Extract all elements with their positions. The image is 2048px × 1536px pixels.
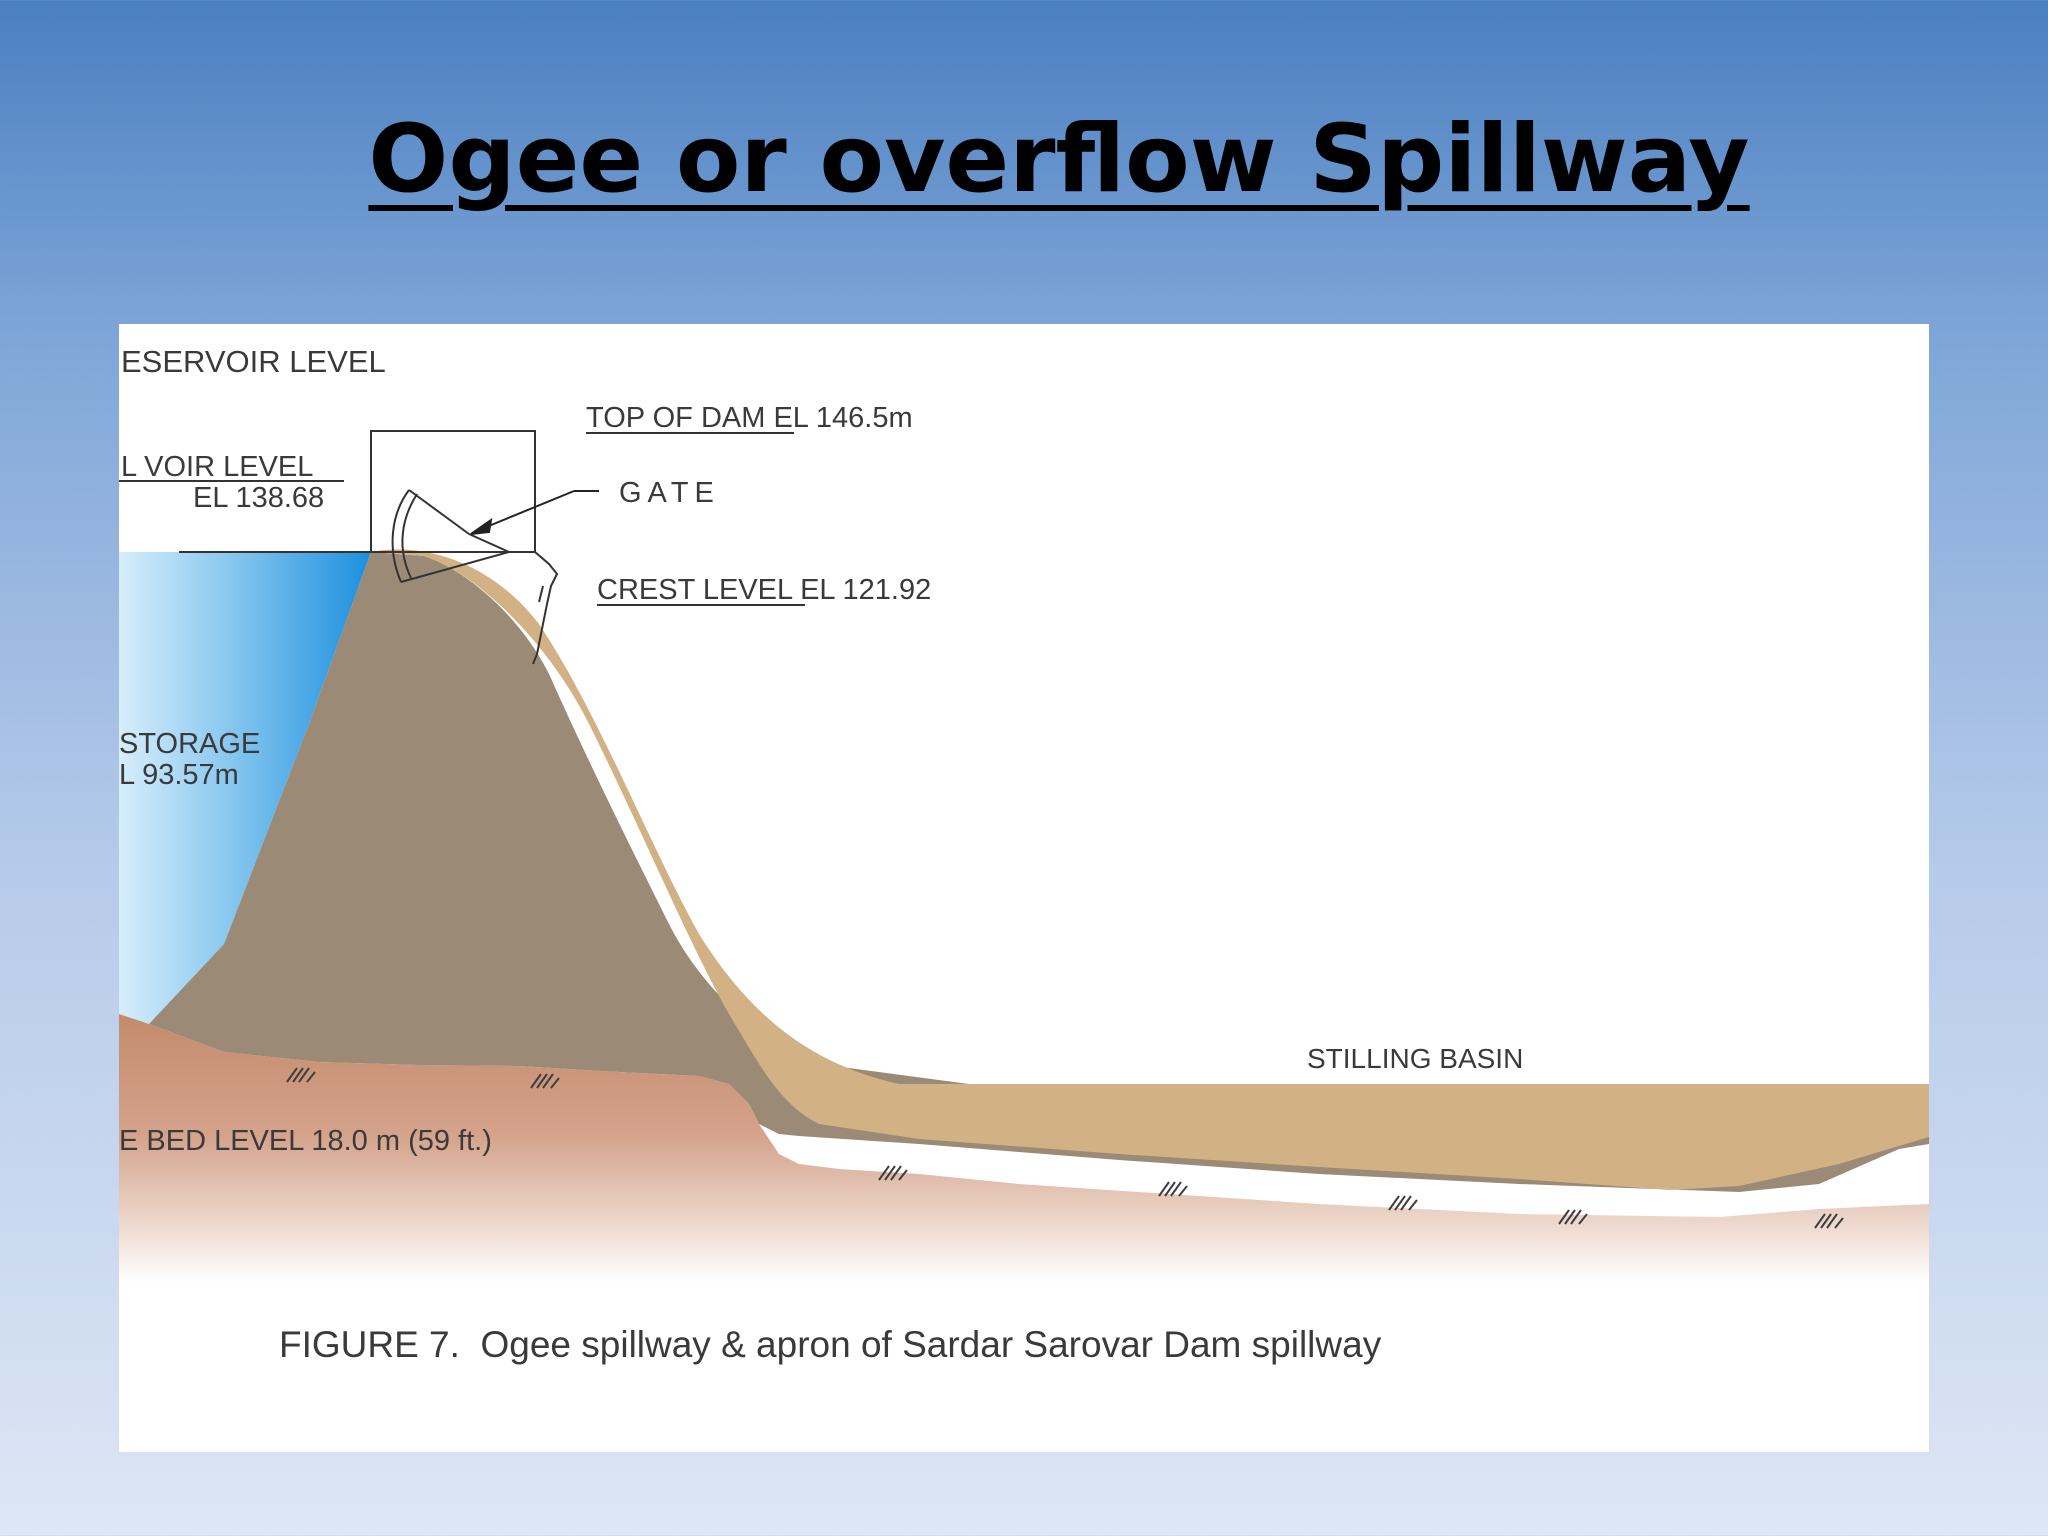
spillway-overlay bbox=[371, 549, 1929, 1190]
full-voir-level-elevation: EL 138.68 bbox=[193, 482, 324, 514]
spillway-diagram: ESERVOIR LEVEL TOP OF DAM EL 146.5m L VO… bbox=[119, 344, 1929, 1365]
foundation-ground bbox=[119, 1014, 1929, 1284]
crest-level-label: CREST LEVEL EL 121.92 bbox=[597, 574, 931, 606]
dam-top-box bbox=[370, 430, 536, 553]
bed-level-label: E BED LEVEL 18.0 m (59 ft.) bbox=[119, 1125, 492, 1157]
gate-arrow bbox=[470, 490, 599, 535]
stilling-basin-label: STILLING BASIN bbox=[1307, 1043, 1523, 1074]
radial-gate bbox=[391, 489, 510, 583]
label-underlines bbox=[119, 432, 805, 606]
figure-caption: FIGURE 7. Ogee spillway & apron of Sarda… bbox=[279, 1324, 1382, 1365]
rock-hatch-marks bbox=[286, 1067, 1844, 1229]
slide-title: Ogee or overflow Spillway bbox=[368, 105, 1750, 214]
reservoir-water bbox=[119, 552, 371, 1024]
spillway-figure: ESERVOIR LEVEL TOP OF DAM EL 146.5m L VO… bbox=[119, 324, 1929, 1452]
reservoir-level-label: ESERVOIR LEVEL bbox=[121, 344, 386, 379]
top-of-dam-label: TOP OF DAM EL 146.5m bbox=[586, 402, 913, 434]
gate-label: GATE bbox=[619, 477, 720, 509]
full-voir-level-label: L VOIR LEVEL bbox=[121, 451, 313, 483]
gate-pier-detail bbox=[532, 551, 559, 665]
storage-label: STORAGE bbox=[119, 728, 260, 760]
dam-concrete-body bbox=[149, 552, 1929, 1192]
storage-elevation: L 93.57m bbox=[119, 759, 239, 791]
